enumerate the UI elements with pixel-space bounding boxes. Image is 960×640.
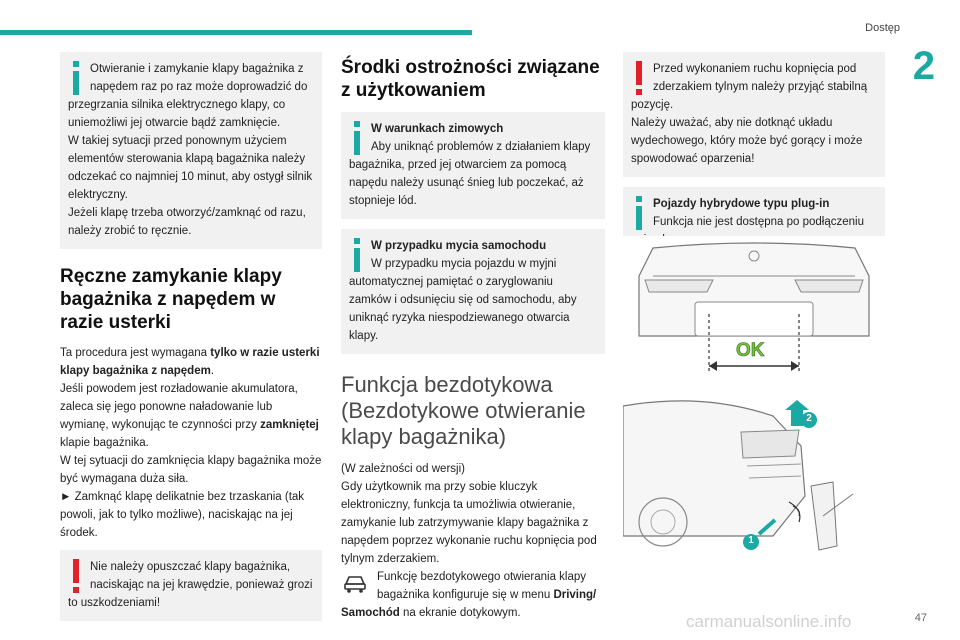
text-run: Jeśli powodem jest rozładowanie akumulat… <box>60 383 298 431</box>
info-icon <box>636 196 642 230</box>
warning-box-kick: Przed wykonaniem ruchu kopnięcia pod zde… <box>623 52 885 177</box>
chapter-number: 2 <box>912 44 935 88</box>
info-title: W warunkach zimowych <box>371 123 504 135</box>
heading-precautions: Środki ostrożności związane z użytkowani… <box>341 57 600 101</box>
kick-illustration <box>623 386 885 562</box>
bold-run: tylko w razie usterki klapy bagażnika z … <box>60 347 320 377</box>
info-box-winter: W warunkach zimowych Aby uniknąć problem… <box>341 112 605 219</box>
info-icon <box>354 121 360 155</box>
info-paragraph-3: Jeżeli klapę trzeba otworzyć/zamknąć od … <box>68 207 306 237</box>
info-line-1: W przypadku mycia pojazdu w myjni <box>371 258 557 270</box>
warning-line-2: naciskając na jej krawędzie, ponieważ gr… <box>90 579 313 591</box>
heading-handsfree: Funkcja bezdotykowa (Bezdotykowe otwiera… <box>341 372 586 449</box>
step-badge-2: 2 <box>806 413 812 424</box>
text-run: Funkcję bezdotykowego otwierania klapy b… <box>377 571 587 601</box>
text-run: Ta procedura jest wymagana <box>60 347 211 359</box>
info-line-1: Funkcja nie jest dostępna po podłączeniu <box>653 216 864 228</box>
info-box-carwash: W przypadku mycia samochodu W przypadku … <box>341 229 605 354</box>
paragraph-1: (W zależności od wersji) <box>341 463 465 475</box>
ok-label: OK <box>736 340 765 362</box>
info-icon <box>354 238 360 272</box>
paragraph-1: Ta procedura jest wymagana tylko w razie… <box>60 344 322 380</box>
bold-run: Driving/ Samochód <box>341 589 597 619</box>
info-title: W przypadku mycia samochodu <box>371 240 547 252</box>
column-2: Środki ostrożności związane z użytkowani… <box>341 52 605 622</box>
warning-line-2: zderzakiem tylnym należy przyjąć stabiln… <box>653 81 868 93</box>
section-title: Dostęp <box>865 22 900 34</box>
step-badge-1: 1 <box>748 535 754 546</box>
paragraph-3: W tej sytuacji do zamknięcia klapy bagaż… <box>60 455 322 485</box>
warning-rest: pozycję. <box>631 99 674 111</box>
text-run: klapie bagażnika. <box>60 437 149 449</box>
page-number: 47 <box>914 612 927 624</box>
watermark: carmanualsonline.info <box>686 612 852 631</box>
paragraph-2: Gdy użytkownik ma przy sobie kluczyk ele… <box>341 481 597 565</box>
body-text: Ta procedura jest wymagana tylko w razie… <box>60 344 322 542</box>
figure-rear-bumper: OK <box>623 236 885 378</box>
warning-paragraph-2: Należy uważać, aby nie dotknąć układu wy… <box>631 117 863 165</box>
info-line-1: Otwieranie i zamykanie klapy bagażnika z <box>90 63 304 75</box>
info-box-overheat: Otwieranie i zamykanie klapy bagażnika z… <box>60 52 322 249</box>
info-paragraph-2: W takiej sytuacji przed ponownym użyciem… <box>68 135 313 201</box>
warning-icon <box>636 61 642 95</box>
car-settings-icon <box>344 576 366 593</box>
text-run: na ekranie dotykowym. <box>399 607 521 619</box>
column-1: Otwieranie i zamykanie klapy bagażnika z… <box>60 52 322 631</box>
paragraph-3: Funkcję bezdotykowego otwierania klapy b… <box>341 568 605 622</box>
info-icon <box>73 61 79 95</box>
info-line-2: napędem raz po raz może doprowadzić do <box>90 81 308 93</box>
info-rest: bagażnika, przed jej otwarciem za pomocą… <box>349 159 584 207</box>
top-accent-bar <box>0 30 472 35</box>
rear-car-illustration <box>623 236 885 378</box>
info-line-1: Aby uniknąć problemów z działaniem klapy <box>371 141 591 153</box>
bold-run: zamkniętej <box>260 419 319 431</box>
figure-kick-gesture: 1 2 <box>623 386 885 562</box>
heading-manual-closing: Ręczne zamykanie klapy bagażnika z napęd… <box>60 266 282 333</box>
info-title: Pojazdy hybrydowe typu plug-in <box>653 198 830 210</box>
warning-box-edges: Nie należy opuszczać klapy bagażnika, na… <box>60 550 322 621</box>
warning-rest: to uszkodzeniami! <box>68 597 161 609</box>
paragraph-2: Jeśli powodem jest rozładowanie akumulat… <box>60 380 322 452</box>
paragraph-4: ► Zamknąć klapę delikatnie bez trzaskani… <box>60 491 305 539</box>
warning-line-1: Przed wykonaniem ruchu kopnięcia pod <box>653 63 857 75</box>
body-text-2: (W zależności od wersji) Gdy użytkownik … <box>341 460 605 622</box>
text-run: . <box>210 365 215 377</box>
info-rest: przegrzania silnika elektrycznego klapy,… <box>68 99 286 129</box>
warning-line-1: Nie należy opuszczać klapy bagażnika, <box>90 561 291 573</box>
warning-icon <box>73 559 79 593</box>
info-rest: automatycznej pamiętać o zaryglowaniu za… <box>349 276 577 342</box>
